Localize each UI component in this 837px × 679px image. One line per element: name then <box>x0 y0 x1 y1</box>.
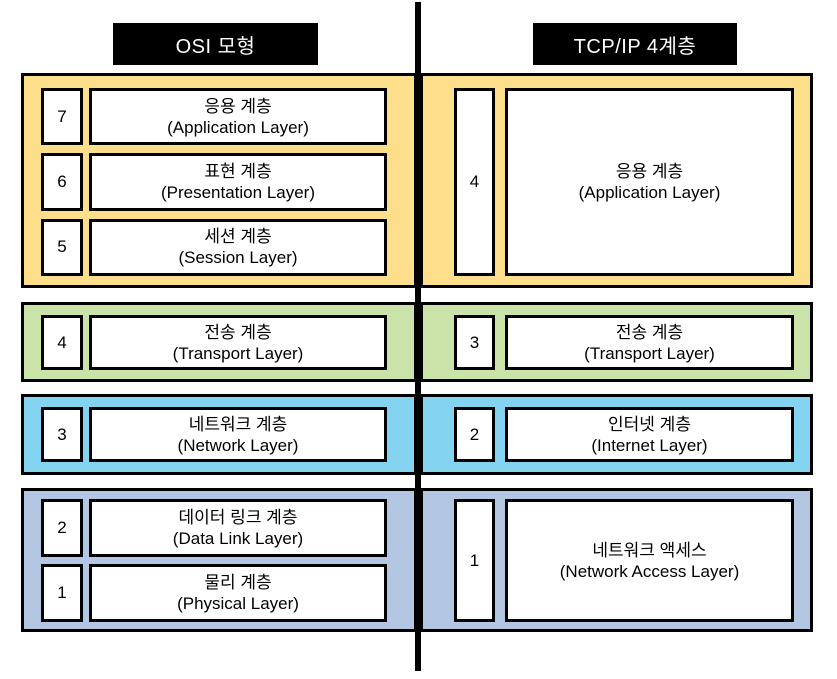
tcpip-layer-4-box: 응용 계층 (Application Layer) <box>505 88 794 276</box>
layer-name-en: (Session Layer) <box>178 248 298 268</box>
tcpip-layer-2-box: 인터넷 계층 (Internet Layer) <box>505 407 794 462</box>
osi-layer-6-number: 6 <box>41 153 83 211</box>
tcpip-layer-4-number: 4 <box>454 88 495 276</box>
osi-transport-band: 4 전송 계층 (Transport Layer) <box>21 302 417 382</box>
layer-name-en: (Network Access Layer) <box>559 561 740 581</box>
osi-model-header: OSI 모형 <box>113 23 318 65</box>
tcpip-layer-1-row: 1 네트워크 액세스 (Network Access Layer) <box>454 499 794 622</box>
layer-name-ko: 전송 계층 <box>204 322 272 342</box>
osi-layer-5-row: 5 세션 계층 (Session Layer) <box>41 218 387 276</box>
layer-name-en: (Data Link Layer) <box>172 529 304 548</box>
osi-layer-1-box: 물리 계층 (Physical Layer) <box>89 564 387 622</box>
tcpip-layer-3-box: 전송 계층 (Transport Layer) <box>505 315 794 370</box>
tcpip-network-access-band: 1 네트워크 액세스 (Network Access Layer) <box>420 488 813 632</box>
layer-name-en: (Transport Layer) <box>172 343 304 363</box>
tcpip-layer-3-row: 3 전송 계층 (Transport Layer) <box>454 315 794 370</box>
layer-name-ko: 데이터 링크 계층 <box>178 508 298 527</box>
layer-name-en: (Physical Layer) <box>177 594 299 613</box>
center-divider-line <box>415 2 421 671</box>
layer-name-en: (Network Layer) <box>177 435 299 455</box>
tcpip-internet-band: 2 인터넷 계층 (Internet Layer) <box>420 394 813 475</box>
layer-name-en: (Application Layer) <box>167 117 309 137</box>
osi-layer-5-number: 5 <box>41 218 83 276</box>
osi-layer-5-box: 세션 계층 (Session Layer) <box>89 218 387 276</box>
layer-name-ko: 인터넷 계층 <box>608 414 691 434</box>
layer-name-ko: 응용 계층 <box>204 96 272 116</box>
osi-application-group-band: 7 응용 계층 (Application Layer) 6 표현 계층 (Pre… <box>21 73 417 288</box>
tcpip-layer-1-number: 1 <box>454 499 495 622</box>
osi-layer-1-number: 1 <box>41 564 83 622</box>
layer-name-ko: 네트워크 계층 <box>188 414 288 434</box>
tcpip-layer-3-number: 3 <box>454 315 495 370</box>
osi-network-band: 3 네트워크 계층 (Network Layer) <box>21 394 417 475</box>
tcpip-layer-1-box: 네트워크 액세스 (Network Access Layer) <box>505 499 794 622</box>
osi-layer-2-row: 2 데이터 링크 계층 (Data Link Layer) <box>41 499 387 557</box>
osi-layer-7-row: 7 응용 계층 (Application Layer) <box>41 88 387 146</box>
layer-name-ko: 물리 계층 <box>204 573 272 592</box>
layer-name-en: (Application Layer) <box>578 183 721 202</box>
osi-link-group-band: 2 데이터 링크 계층 (Data Link Layer) 1 물리 계층 (P… <box>21 488 417 632</box>
osi-layer-7-number: 7 <box>41 88 83 146</box>
osi-layer-4-row: 4 전송 계층 (Transport Layer) <box>41 315 387 370</box>
layer-name-ko: 네트워크 액세스 <box>592 540 707 560</box>
tcpip-layer-2-number: 2 <box>454 407 495 462</box>
tcpip-layer-2-row: 2 인터넷 계층 (Internet Layer) <box>454 407 794 462</box>
osi-layer-3-number: 3 <box>41 407 83 462</box>
osi-layer-6-row: 6 표현 계층 (Presentation Layer) <box>41 153 387 211</box>
layer-name-en: (Transport Layer) <box>584 343 715 363</box>
osi-layer-7-box: 응용 계층 (Application Layer) <box>89 88 387 146</box>
layer-name-ko: 응용 계층 <box>615 162 684 181</box>
osi-layer-3-box: 네트워크 계층 (Network Layer) <box>89 407 387 462</box>
tcpip-application-band: 4 응용 계층 (Application Layer) <box>420 73 813 288</box>
osi-layer-6-box: 표현 계층 (Presentation Layer) <box>89 153 387 211</box>
osi-layer-4-number: 4 <box>41 315 83 370</box>
layer-name-ko: 세션 계층 <box>204 227 272 247</box>
osi-layer-4-box: 전송 계층 (Transport Layer) <box>89 315 387 370</box>
osi-layer-3-row: 3 네트워크 계층 (Network Layer) <box>41 407 387 462</box>
osi-layer-2-box: 데이터 링크 계층 (Data Link Layer) <box>89 499 387 557</box>
layer-name-ko: 전송 계층 <box>615 322 684 342</box>
tcpip-layer-4-row: 4 응용 계층 (Application Layer) <box>454 88 794 276</box>
layer-name-en: (Presentation Layer) <box>160 182 316 202</box>
tcpip-transport-band: 3 전송 계층 (Transport Layer) <box>420 302 813 382</box>
layer-name-en: (Internet Layer) <box>591 435 708 455</box>
layer-name-ko: 표현 계층 <box>204 161 272 181</box>
osi-layer-1-row: 1 물리 계층 (Physical Layer) <box>41 564 387 622</box>
tcpip-model-header: TCP/IP 4계층 <box>533 23 737 65</box>
osi-layer-2-number: 2 <box>41 499 83 557</box>
